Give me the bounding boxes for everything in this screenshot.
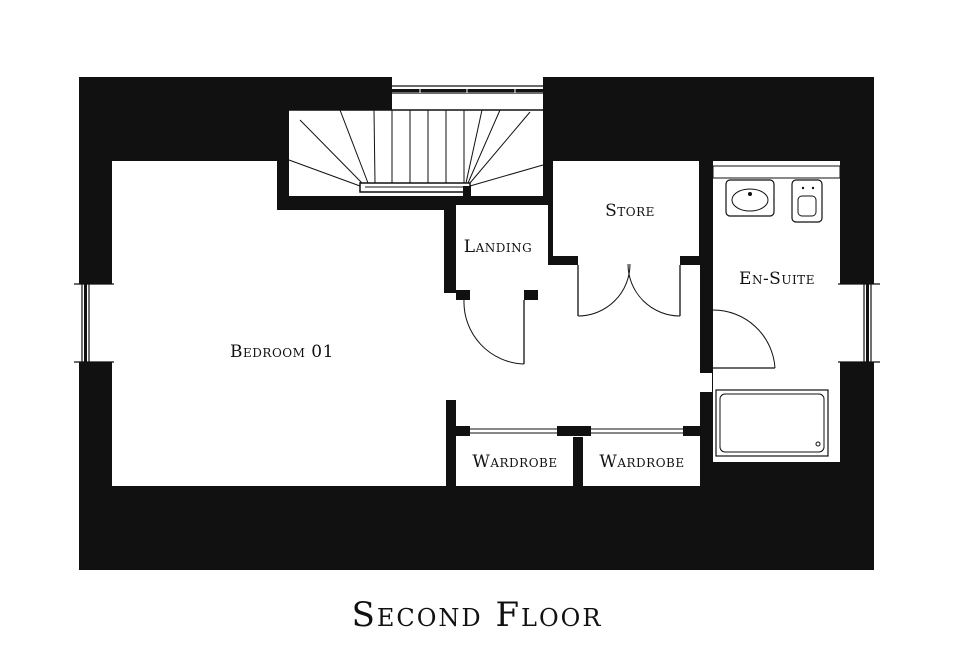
landing-label: Landing [464,237,532,257]
wardrobe-doors [456,425,700,486]
bedroom-label: Bedroom 01 [230,342,334,362]
window-left [74,283,114,363]
staircase [288,109,544,204]
landing-door [456,290,538,365]
ensuite-door [700,300,776,373]
ensuite-fixtures [712,165,841,457]
wardrobe-left-label: Wardrobe [472,452,557,472]
ensuite-label: En-Suite [739,269,815,289]
wardrobe-right-floor [583,437,700,486]
store-label: Store [605,201,655,221]
bedroom-floor [112,161,712,486]
floor-title: Second Floor [352,595,603,635]
wardrobe-left-floor [456,437,573,486]
store-floor [553,161,699,311]
wardrobe-right-label: Wardrobe [599,452,684,472]
window-right [838,283,880,363]
store-doors [548,256,700,317]
